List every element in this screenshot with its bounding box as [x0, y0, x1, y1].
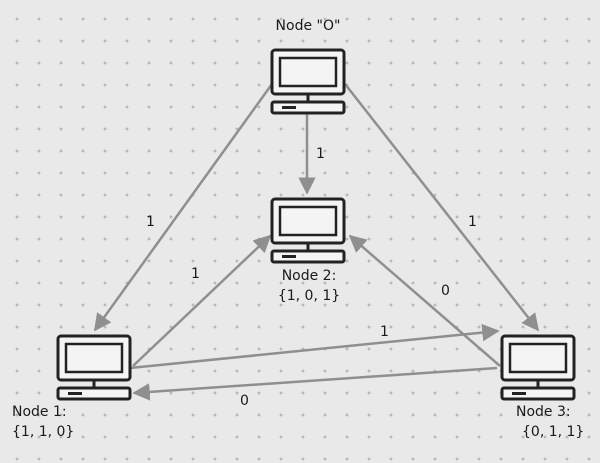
node-1-label: Node 1: {1, 1, 0} — [12, 402, 74, 442]
node-O-label: Node "O" — [276, 16, 341, 36]
edge-label-1-to-2: 1 — [191, 266, 200, 282]
edge-label-O-to-1: 1 — [146, 214, 155, 230]
edge-1-to-3 — [129, 323, 500, 370]
node-1-set: {1, 1, 0} — [12, 424, 75, 440]
node-2-computer-icon — [270, 197, 346, 264]
edge-label-1-to-3: 1 — [380, 324, 389, 340]
node-O-title: Node "O" — [275, 18, 341, 34]
edge-1-to-2 — [132, 234, 272, 367]
edge-label-3-to-2: 0 — [441, 283, 450, 299]
edge-label-O-to-2: 1 — [316, 146, 325, 162]
node-3-title: Node 3: — [516, 404, 571, 420]
edge-O-to-1 — [93, 83, 274, 332]
node-1-title: Node 1: — [12, 404, 67, 420]
edges — [93, 83, 540, 401]
edge-label-O-to-3: 1 — [468, 214, 477, 230]
edge-3-to-2 — [348, 234, 501, 367]
node-O-computer-icon — [270, 48, 346, 115]
node-2-title: Node 2: — [281, 268, 337, 284]
edge-label-3-to-1: 0 — [240, 393, 249, 409]
node-1-computer-icon — [56, 334, 132, 401]
edge-O-to-3 — [344, 83, 540, 332]
edge-3-to-1 — [132, 366, 498, 401]
node-3-set: {0, 1, 1} — [522, 424, 585, 440]
node-3-label: Node 3: {0, 1, 1} — [516, 402, 584, 442]
node-3-computer-icon — [500, 334, 576, 401]
node-2-set: {1, 0, 1} — [277, 288, 341, 304]
edge-labels: 1 1 1 1 1 0 0 — [146, 146, 477, 409]
node-2-label: Node 2: {1, 0, 1} — [278, 266, 340, 306]
